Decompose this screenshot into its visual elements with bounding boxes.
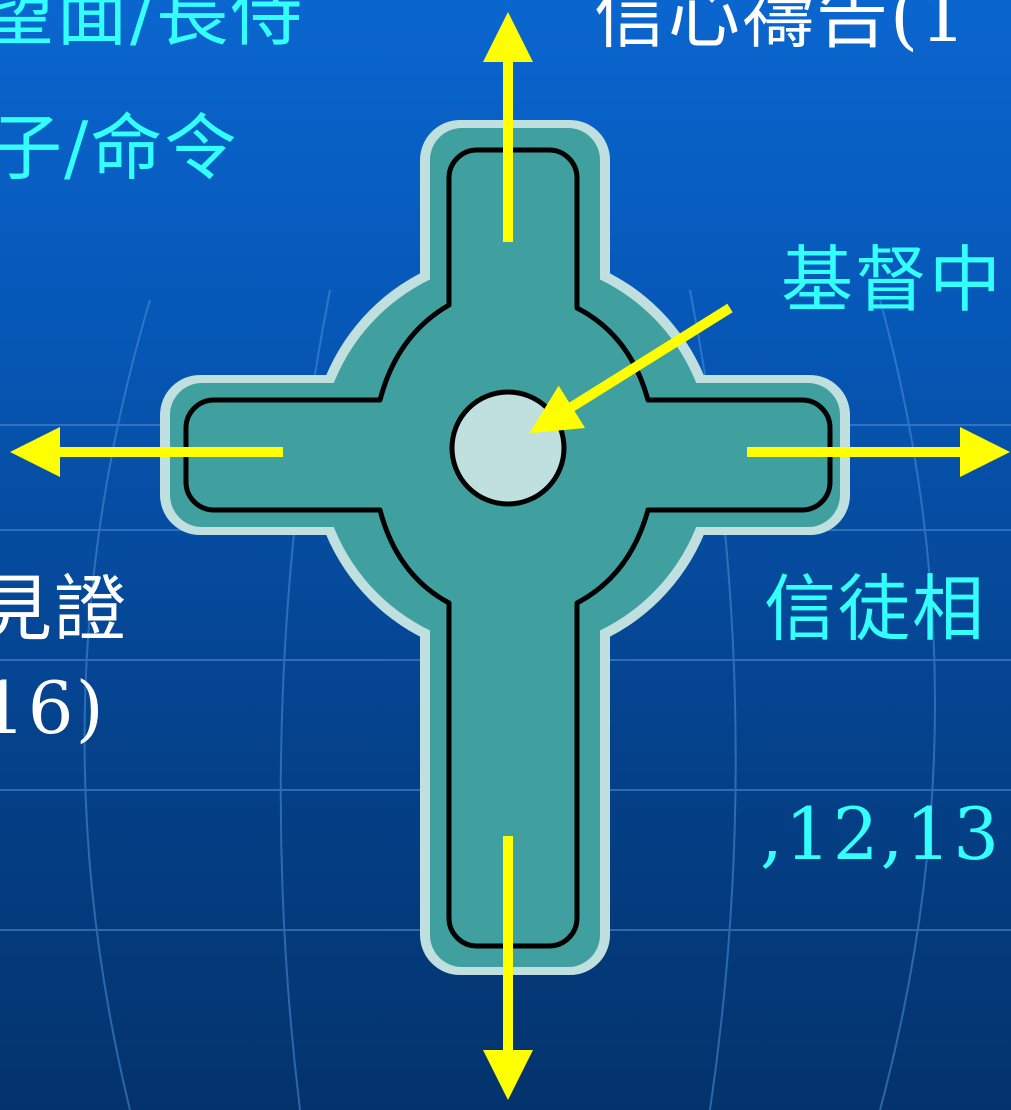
arrow-center	[529, 303, 733, 434]
label-left-bottom-line1: 見證	[0, 567, 129, 651]
cross-outline	[183, 147, 833, 949]
label-center-right: 基督中	[781, 238, 1004, 322]
label-top-right: 信心禱告(1	[594, 0, 968, 58]
label-left-bottom-line2: 16)	[0, 666, 106, 750]
label-top-left-line1: 望面/長侍	[0, 0, 305, 56]
center-circle	[449, 389, 567, 507]
label-right-bottom-line1: 信徒相	[764, 567, 987, 651]
label-right-bottom-line2: ,12,13	[760, 792, 1002, 876]
label-top-left-line2: 子/命令	[0, 106, 239, 190]
